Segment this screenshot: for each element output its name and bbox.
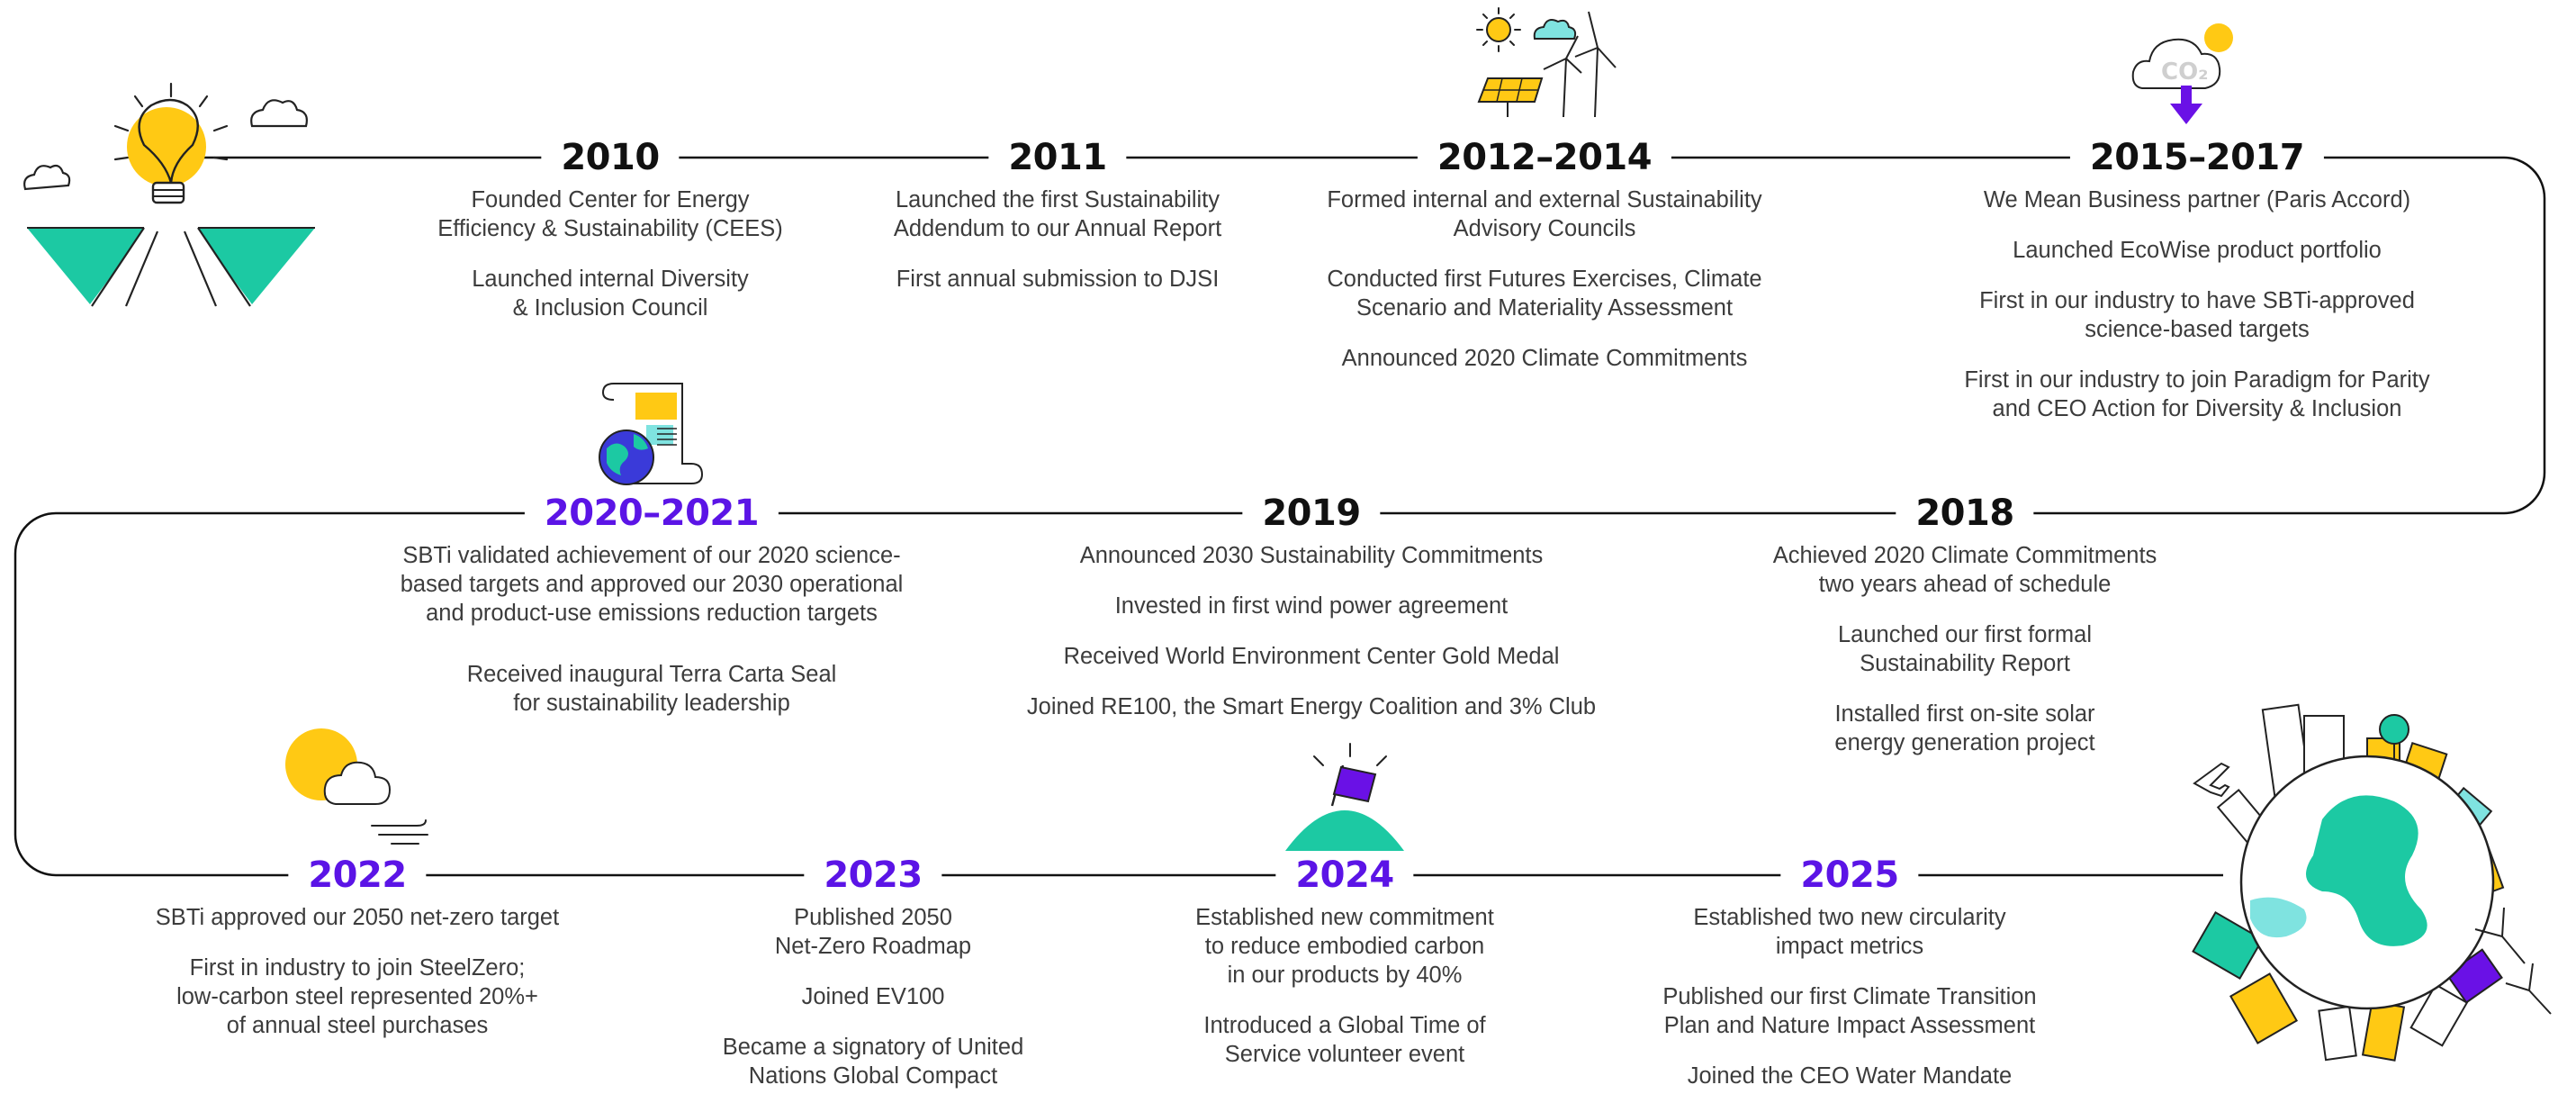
- milestone-item: SBTi approved our 2050 net-zero target: [155, 905, 560, 930]
- milestone-item: Launched internal Diversity & Inclusion …: [472, 267, 749, 321]
- co2-reduction-icon: CO₂: [2131, 23, 2233, 124]
- year-label: 2012–2014: [1417, 140, 1672, 176]
- year-label: 2025: [1780, 857, 1919, 893]
- year-label: 2020–2021: [524, 495, 779, 531]
- milestone-item: Joined RE100, the Smart Energy Coalition…: [1026, 694, 1597, 719]
- milestone-item: Founded Center for Energy Efficiency & S…: [437, 187, 783, 241]
- milestone-item: Announced 2030 Sustainability Commitment…: [1079, 543, 1544, 568]
- milestone-item: Became a signatory of United Nations Glo…: [722, 1035, 1024, 1089]
- milestone-item: Established two new circularity impact m…: [1693, 905, 2006, 959]
- solar-wind-icon: [1476, 7, 1617, 118]
- milestone-item: Installed first on-site solar energy gen…: [1834, 701, 2095, 755]
- year-label: 2024: [1275, 857, 1414, 893]
- sun-cloud-wind-icon: [285, 728, 428, 845]
- milestone-2011: Launched the first Sustainability Addend…: [842, 185, 1274, 315]
- milestone-item: Launched our first formal Sustainability…: [1837, 622, 2093, 676]
- milestone-item: Achieved 2020 Climate Commitments two ye…: [1772, 543, 2157, 597]
- co2-label: CO₂: [2161, 59, 2209, 86]
- milestone-item: First in industry to join SteelZero; low…: [176, 955, 538, 1038]
- milestone-item: Launched the first Sustainability Addend…: [893, 187, 1222, 241]
- milestone-item: First in our industry to join Paradigm f…: [1964, 367, 2430, 421]
- flag-hill-icon: [1285, 743, 1404, 851]
- milestone-2010: Founded Center for Energy Efficiency & S…: [394, 185, 826, 344]
- milestone-item: Conducted first Futures Exercises, Clima…: [1327, 267, 1762, 321]
- milestone-item: Invested in first wind power agreement: [1114, 593, 1509, 619]
- milestone-item: Published our first Climate Transition P…: [1662, 984, 2037, 1038]
- year-label: 2019: [1242, 495, 1381, 531]
- milestone-item: Introduced a Global Time of Service volu…: [1203, 1013, 1486, 1067]
- milestone-2022: SBTi approved our 2050 net-zero target F…: [114, 903, 600, 1062]
- milestone-2024: Established new commitment to reduce emb…: [1138, 903, 1552, 1090]
- year-label: 2011: [988, 140, 1127, 176]
- year-label: 2023: [804, 857, 942, 893]
- milestone-item: SBTi validated achievement of our 2020 s…: [400, 543, 904, 626]
- milestone-item: Received inaugural Terra Carta Seal for …: [466, 662, 837, 716]
- document-globe-icon: [599, 383, 704, 485]
- lightbulb-road-icon: [23, 82, 315, 307]
- milestone-2015-2017: We Mean Business partner (Paris Accord) …: [1909, 185, 2485, 445]
- milestone-item: Published 2050 Net-Zero Roadmap: [774, 905, 972, 959]
- milestone-2012-2014: Formed internal and external Sustainabil…: [1274, 185, 1815, 394]
- year-label: 2018: [1896, 495, 2034, 531]
- milestone-2018: Achieved 2020 Climate Commitments two ye…: [1731, 541, 2199, 779]
- milestone-2020-2021: SBTi validated achievement of our 2020 s…: [364, 541, 940, 739]
- year-label: 2010: [541, 140, 680, 176]
- milestone-item: We Mean Business partner (Paris Accord): [1983, 187, 2411, 212]
- milestone-item: Joined the CEO Water Mandate: [1687, 1063, 2013, 1089]
- milestone-item: First annual submission to DJSI: [896, 267, 1220, 292]
- milestone-item: Joined EV100: [801, 984, 945, 1009]
- milestone-2023: Published 2050 Net-Zero Roadmap Joined E…: [666, 903, 1080, 1112]
- city-globe-icon: [2192, 703, 2552, 1062]
- milestone-2019: Announced 2030 Sustainability Commitment…: [1005, 541, 1617, 743]
- milestone-item: Formed internal and external Sustainabil…: [1327, 187, 1762, 241]
- year-label: 2015–2017: [2069, 140, 2325, 176]
- milestone-item: Announced 2020 Climate Commitments: [1341, 346, 1748, 371]
- year-label: 2022: [288, 857, 427, 893]
- milestone-item: First in our industry to have SBTi-appro…: [1979, 288, 2415, 342]
- milestone-item: Established new commitment to reduce emb…: [1195, 905, 1494, 988]
- milestone-item: Received World Environment Center Gold M…: [1063, 644, 1560, 669]
- milestone-item: Launched EcoWise product portfolio: [2013, 238, 2382, 263]
- milestone-2025: Established two new circularity impact m…: [1598, 903, 2102, 1112]
